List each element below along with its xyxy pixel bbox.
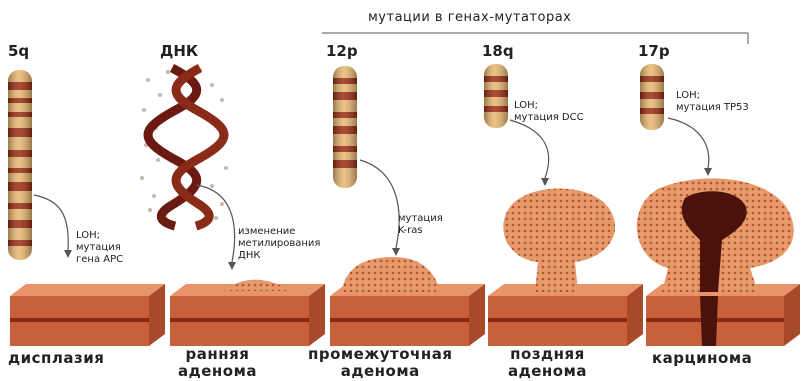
dna-helix [140,68,228,226]
label-dna: ДНК [160,42,198,60]
arrow-18q [510,120,549,178]
stage-dysplasia: дисплазия [8,350,104,367]
label-18q: 18q [482,42,514,60]
mutator-genes-bracket [322,33,748,44]
arrow-5q [34,195,68,250]
chromosome-12p [333,66,357,188]
annotation-dcc: LOH; мутация DCC [514,100,584,124]
chromosome-18q [484,64,508,128]
chromosome-5q [8,70,32,260]
tissue-dysplasia [10,284,165,346]
tissue-carcinoma [637,178,800,346]
annotation-methylation: изменение метилирования ДНК [238,226,320,262]
tissue-late-adenoma [488,189,643,346]
stage-early-adenoma: ранняя аденома [178,346,257,380]
label-17p: 17р [638,42,670,60]
stage-late-adenoma: поздняя аденома [508,346,587,380]
label-12p: 12р [326,42,358,60]
label-5q: 5q [8,42,29,60]
annotation-kras: мутация K-ras [398,213,443,237]
chromosome-17p [640,64,664,130]
stage-intermediate-adenoma: промежуточная аденома [308,346,452,380]
annotation-tp53: LOH; мутация TP53 [676,90,749,114]
stage-carcinoma: карцинома [652,350,752,367]
tissue-early-adenoma [170,280,325,346]
tissue-intermediate-adenoma [330,257,485,346]
arrow-17p [668,118,709,168]
arrow-12p [360,160,399,248]
header-mutator-genes: мутации в генах-мутаторах [368,10,571,25]
annotation-apc: LOH; мутация гена APC [76,230,123,266]
